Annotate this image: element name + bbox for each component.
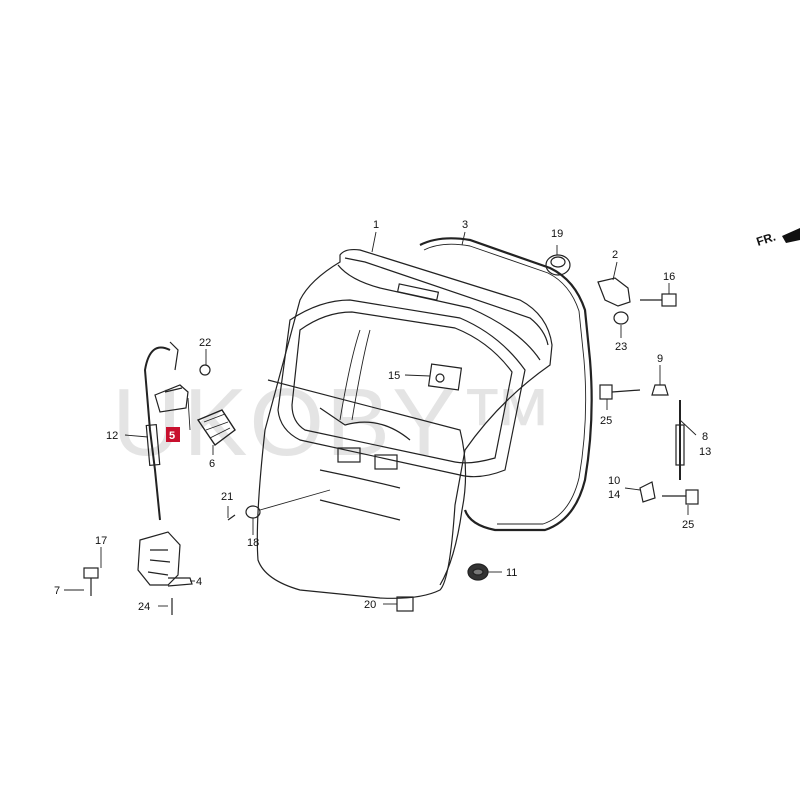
screw-21 [227, 514, 236, 521]
part-label-20: 20 [364, 599, 376, 611]
bolt-25-upper [599, 384, 641, 400]
part-label-9: 9 [657, 353, 663, 365]
watermark: UKOBY™ [112, 369, 556, 476]
part-label-25-upper: 25 [600, 415, 612, 427]
part-label-25-lower: 25 [682, 519, 694, 531]
part-label-13: 13 [699, 446, 711, 458]
part-label-17: 17 [95, 535, 107, 547]
license-light-cover [196, 409, 236, 446]
tailgate-panel [256, 248, 553, 599]
front-direction-indicator: FR. [755, 228, 800, 249]
part-label-4: 4 [196, 576, 202, 588]
part-label-1: 1 [373, 219, 379, 231]
part-label-16: 16 [663, 271, 675, 283]
part-label-5-highlight: 5 [166, 427, 180, 442]
bolt-22 [199, 364, 211, 376]
part-label-5: 5 [169, 430, 175, 442]
part-label-3: 3 [462, 219, 468, 231]
front-arrow-icon [782, 228, 800, 243]
part-label-11: 11 [506, 567, 517, 579]
gas-strut [675, 400, 685, 480]
part-label-15: 15 [388, 370, 400, 382]
bushing [545, 254, 571, 276]
part-label-12: 12 [106, 430, 118, 442]
part-label-14: 14 [608, 489, 620, 501]
part-labels: 1 2 3 4 5 6 7 8 9 10 11 12 13 14 15 16 1… [54, 219, 711, 613]
latch-assembly [137, 531, 193, 587]
weatherstrip [419, 237, 593, 532]
part-label-10: 10 [608, 475, 620, 487]
stopper [467, 563, 489, 581]
hinge-bracket [597, 277, 631, 307]
bolt-25-lower [662, 489, 699, 505]
part-label-8: 8 [702, 431, 708, 443]
part-label-19: 19 [551, 228, 563, 240]
leader-lines [64, 231, 697, 607]
part-label-24: 24 [138, 601, 150, 613]
bolt-16 [640, 293, 677, 307]
part-label-21: 21 [221, 491, 233, 503]
screw-17 [83, 567, 99, 596]
front-direction-label: FR. [755, 230, 778, 249]
part-label-18: 18 [247, 537, 259, 549]
part-label-7: 7 [54, 585, 60, 597]
part-label-6: 6 [209, 458, 215, 470]
lock-actuator [427, 363, 463, 391]
clip-23 [613, 311, 629, 325]
part-label-2: 2 [612, 249, 618, 261]
part-label-23: 23 [615, 341, 627, 353]
grommet [396, 596, 414, 612]
handle-switch [154, 384, 189, 413]
ball-stud [651, 384, 669, 396]
part-label-22: 22 [199, 337, 211, 349]
wire-harness [143, 346, 171, 521]
bracket-10-14 [639, 481, 656, 503]
